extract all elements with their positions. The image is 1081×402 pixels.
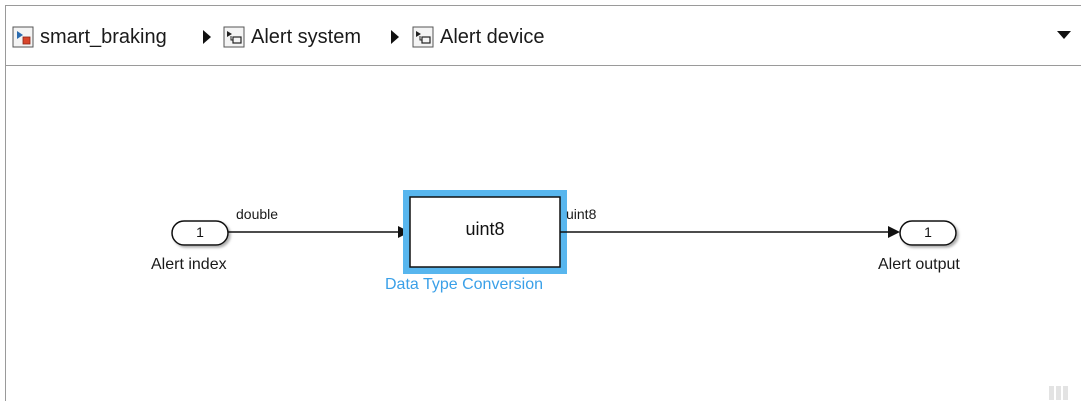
model-editor-frame: smart_braking Alert system Ale	[5, 5, 1081, 401]
subsystem-icon	[223, 26, 245, 48]
signal-type-label: double	[236, 206, 279, 222]
diagram-svg	[171, 190, 957, 274]
breadcrumb-item-alert-device[interactable]: Alert device	[412, 23, 545, 51]
outport-block[interactable]	[899, 220, 957, 246]
breadcrumb-item-smart-braking[interactable]: smart_braking	[12, 23, 167, 51]
diagram-canvas[interactable]: 1 Alert index double uint8 Data Type Con…	[6, 66, 1081, 402]
breadcrumb-label: smart_braking	[40, 25, 167, 48]
outport-name[interactable]: Alert output	[878, 256, 960, 273]
breadcrumb-item-alert-system[interactable]: Alert system	[223, 23, 361, 51]
outport-number: 1	[924, 224, 932, 240]
signal-type-label: uint8	[566, 206, 597, 222]
scroll-grip-icon[interactable]	[1049, 386, 1075, 400]
breadcrumb-separator-icon	[203, 30, 211, 44]
inport-number: 1	[196, 224, 204, 240]
subsystem-icon	[412, 26, 434, 48]
breadcrumb-label: Alert system	[251, 25, 362, 48]
breadcrumb-separator-icon	[391, 30, 399, 44]
chevron-down-icon[interactable]	[1055, 28, 1073, 42]
model-icon	[12, 26, 34, 48]
arrowhead-icon	[888, 226, 900, 238]
block-text: uint8	[465, 219, 505, 239]
breadcrumb-label: Alert device	[440, 25, 545, 48]
inport-name[interactable]: Alert index	[151, 256, 227, 273]
inport-block[interactable]	[171, 220, 229, 246]
block-name[interactable]: Data Type Conversion	[385, 276, 544, 293]
breadcrumb: smart_braking Alert system Ale	[6, 6, 1081, 66]
